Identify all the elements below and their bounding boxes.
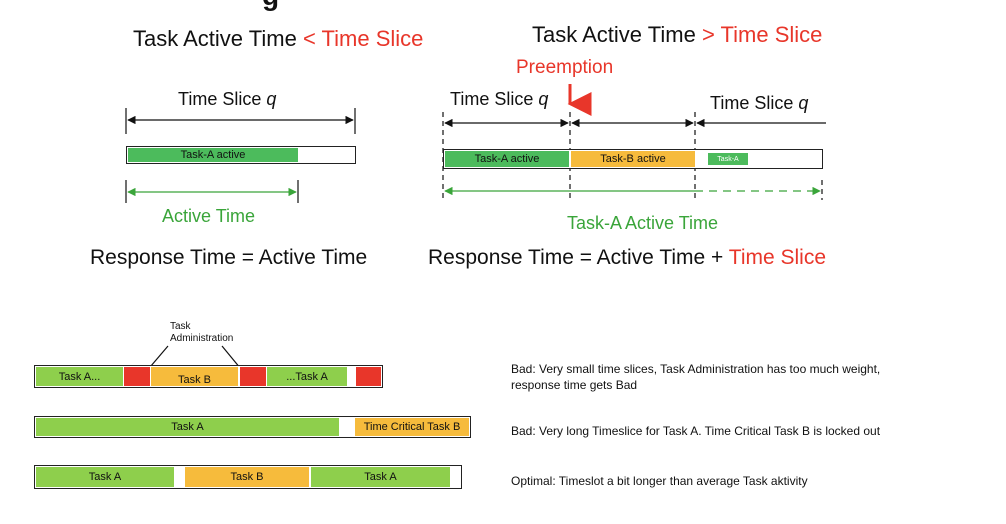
row1-admin-3	[356, 367, 381, 386]
left-formula: Response Time = Active Time	[90, 246, 368, 269]
left-task-a-active: Task-A active	[128, 148, 298, 162]
right-time-slice-label-1: Time Slice q	[450, 89, 549, 109]
row3-task-a-1: Task A	[36, 467, 174, 487]
row1-note: Bad: Very small time slices, Task Admini…	[511, 362, 881, 392]
preemption-label: Preemption	[516, 57, 614, 78]
right-task-a-resume: Task-A	[708, 153, 748, 165]
left-active-time-label: Active Time	[162, 206, 256, 226]
right-formula: Response Time = Active Time + Time Slice	[428, 246, 827, 269]
row1-task-a-end: ...Task A	[267, 367, 347, 386]
right-time-slice-label-2: Time Slice q	[710, 93, 809, 113]
right-task-b-active: Task-B active	[571, 151, 695, 167]
row3-task-b: Task B	[185, 467, 309, 487]
row1-admin-1	[124, 367, 150, 386]
right-task-a-active: Task-A active	[445, 151, 569, 167]
row2-note: Bad: Very long Timeslice for Task A. Tim…	[511, 424, 881, 438]
left-time-slice-label: Time Slice q	[178, 89, 277, 109]
row3-task-a-2: Task A	[311, 467, 450, 487]
right-active-time-label: Task-A Active Time	[567, 213, 719, 233]
row2-time-critical-task-b: Time Critical Task B	[355, 418, 469, 436]
row2-task-a: Task A	[36, 418, 339, 436]
row3-note: Optimal: Timeslot a bit longer than aver…	[511, 474, 808, 488]
task-administration-callout: Task Administration	[170, 321, 234, 344]
row1-admin-2	[240, 367, 266, 386]
right-heading: Task Active Time > Time Slice	[532, 22, 823, 47]
row1-task-a-start: Task A...	[36, 367, 123, 386]
clipped-title-fragment: g	[262, 0, 279, 12]
left-heading: Task Active Time < Time Slice	[133, 26, 424, 51]
row1-task-b: Task B	[151, 367, 238, 386]
